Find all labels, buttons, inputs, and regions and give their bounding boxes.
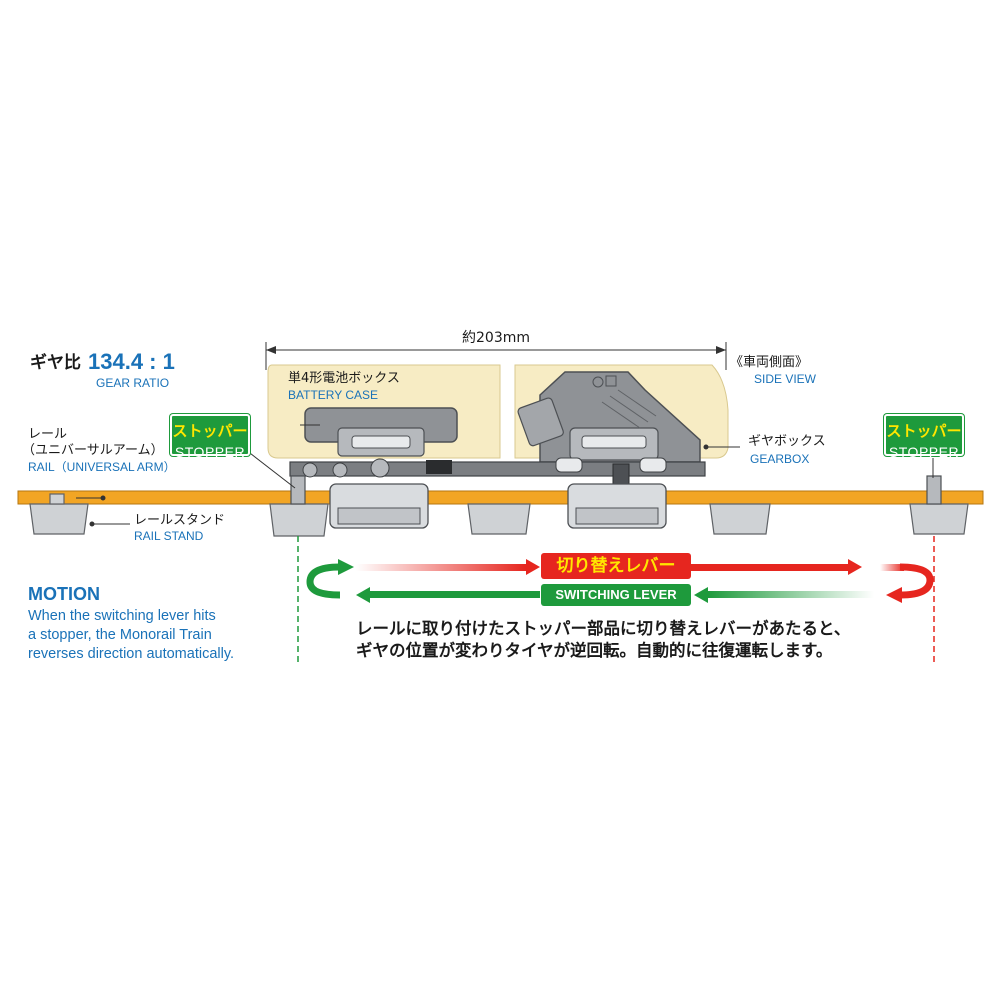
motion-line-3: reverses direction automatically. [28,646,235,662]
side-view-label-jp: 《車両側面》 [730,355,809,370]
motion-line-2: a stopper, the Monorail Train [28,627,212,643]
description-jp-line-1: レールに取り付けたストッパー部品に切り替えレバーがあたると、 [356,619,851,638]
leader-lines [76,424,934,527]
dimension-line [265,342,727,370]
rail-label-jp-2: （ユニバーサルアーム） [22,443,164,458]
rail-label-en: RAIL（UNIVERSAL ARM） [28,460,176,474]
rail-stand-label-jp: レールスタンド [134,513,226,528]
stopper-right-badge: ストッパー STOPPER [884,414,964,460]
battery-case-label-jp: 単4形電池ボックス [288,371,400,386]
gearbox-label-en: GEARBOX [750,452,810,466]
stopper-right-label-en: STOPPER [888,444,960,460]
rail-stand-label-en: RAIL STAND [134,529,204,543]
stopper-left-label-en: STOPPER [174,444,246,460]
gear-ratio-label-en: GEAR RATIO [96,376,170,390]
stoppers [290,475,942,505]
red-motion-arrow [356,559,934,603]
bogies [329,483,667,529]
chassis-frame [289,457,706,478]
stopper-right-label-jp: ストッパー [886,422,962,440]
gear-ratio-label-jp: ギヤ比 [30,353,81,373]
stopper-left-badge: ストッパー STOPPER [170,414,250,460]
green-motion-arrow [306,559,874,603]
rail [17,490,984,505]
battery-case-label-en: BATTERY CASE [288,388,379,402]
rail-label-jp-1: レール [28,427,68,442]
motion-title: MOTION [28,584,100,604]
description-jp-line-2: ギヤの位置が変わりタイヤが逆回転。自動的に往復運転します。 [356,641,833,660]
dimension-label: 約203mm [462,330,530,346]
gearbox-label-jp: ギヤボックス [748,434,826,449]
switching-lever-label-jp: 切り替えレバー [541,553,691,579]
stopper-left-label-jp: ストッパー [172,422,248,440]
motion-line-1: When the switching lever hits [28,608,216,624]
side-view-label-en: SIDE VIEW [754,372,817,386]
rail-stands [29,493,969,537]
battery-case-body [304,407,458,457]
gear-ratio-value: 134.4 : 1 [88,349,175,374]
gearbox-body [517,371,701,463]
switching-lever-label-en: SWITCHING LEVER [541,584,691,606]
